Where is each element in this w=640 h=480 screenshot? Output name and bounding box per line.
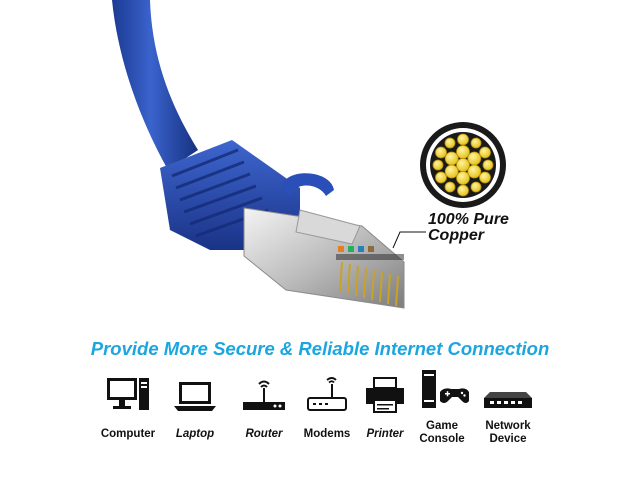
device-computer: Computer xyxy=(88,366,168,456)
modem-icon xyxy=(307,377,347,411)
game-console-icon xyxy=(422,370,469,408)
copper-cross-section-icon xyxy=(420,122,506,208)
device-label: Modems xyxy=(303,428,351,440)
device-printer: Printer xyxy=(345,366,425,456)
device-modems: Modems xyxy=(287,366,367,456)
network-switch-icon xyxy=(484,392,532,408)
printer-icon xyxy=(366,377,404,413)
device-laptop: Laptop xyxy=(155,366,235,456)
router-icon xyxy=(243,380,285,410)
device-router: Router xyxy=(224,366,304,456)
device-label: Computer xyxy=(100,428,156,440)
device-label: Laptop xyxy=(175,428,215,440)
device-label: Printer xyxy=(366,428,404,440)
device-label: Router xyxy=(245,428,283,440)
tagline: Provide More Secure & Reliable Internet … xyxy=(90,338,550,359)
computer-icon xyxy=(107,378,149,410)
laptop-icon xyxy=(174,382,216,411)
ethernet-cable-image xyxy=(112,0,506,309)
